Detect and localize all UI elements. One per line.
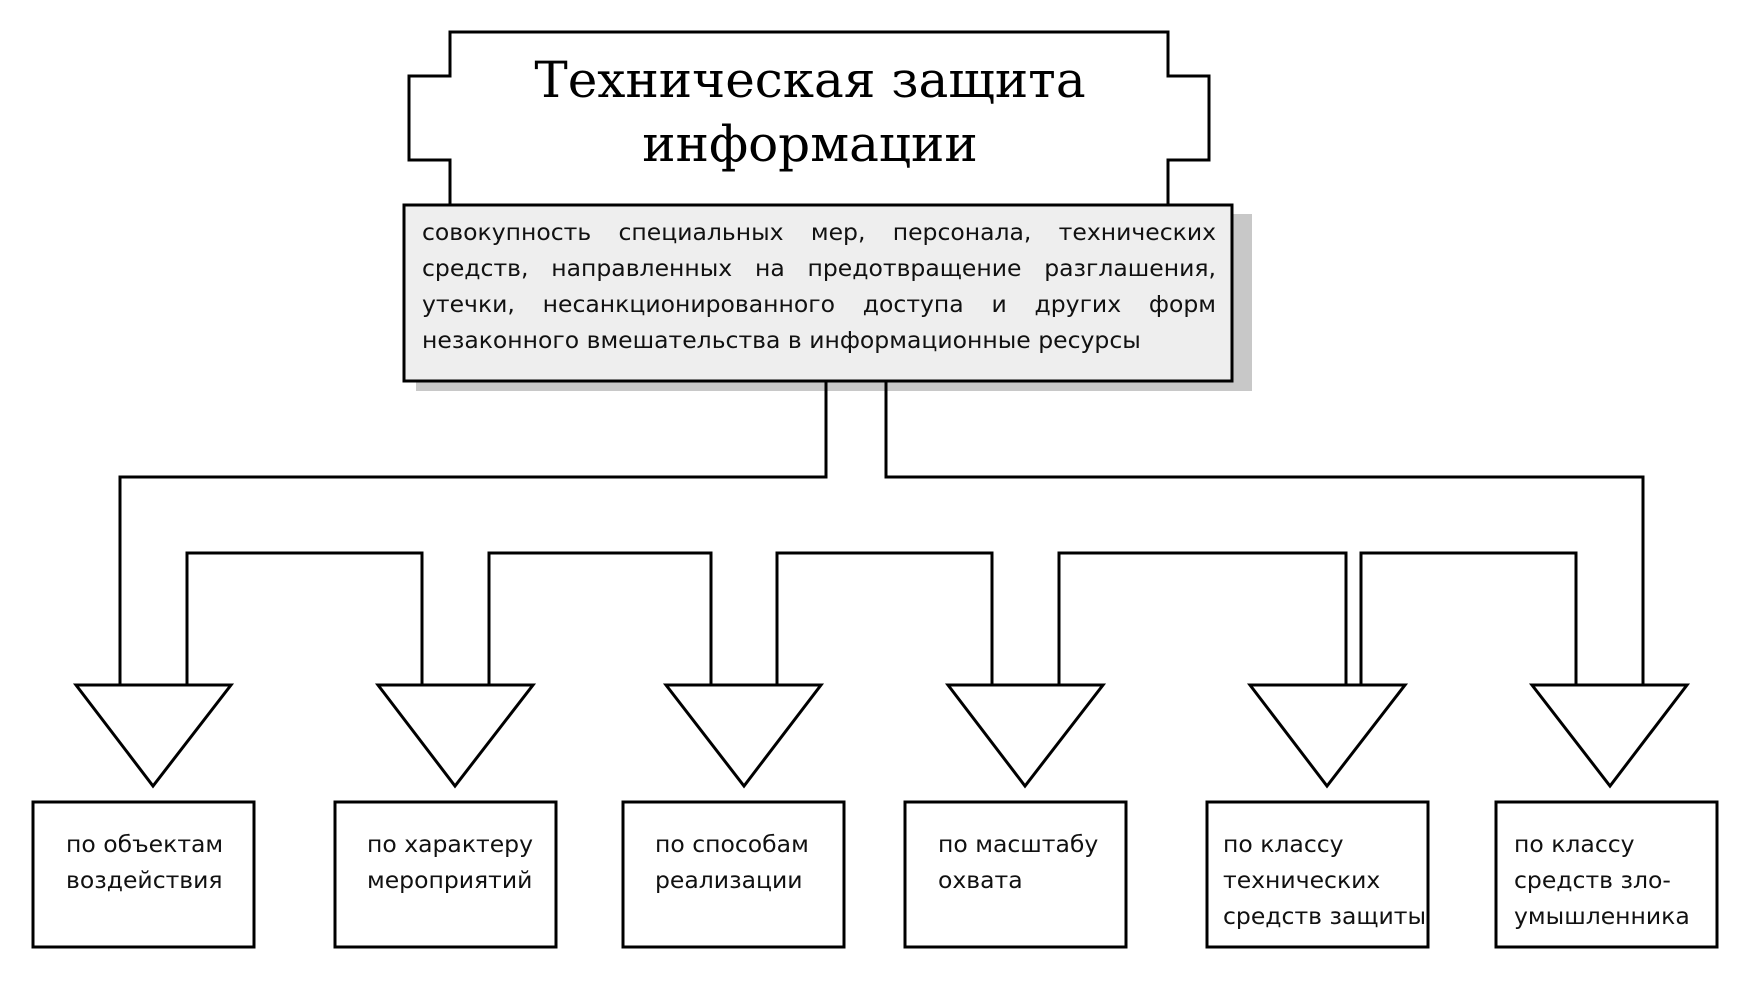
left-branch-connector — [118, 381, 828, 685]
connector-arrow-5 — [1057, 551, 1348, 685]
definition-line-2: средств, направленных на предотвращение … — [422, 254, 1216, 282]
connector-arrow-6 — [1359, 551, 1578, 685]
arrow-head-1 — [72, 683, 235, 789]
classification-label-4: по масштабу охвата — [938, 830, 1099, 894]
diagram-title: Техническая защита информации — [500, 48, 1120, 176]
definition-box — [402, 203, 1234, 383]
title-line-1: Техническая защита — [534, 51, 1086, 109]
classification-box-1 — [31, 800, 256, 949]
title-line-2: информации — [642, 115, 978, 173]
connector-arrow-3 — [487, 551, 713, 685]
connector-arrow-4 — [775, 551, 994, 685]
definition-line-4: незаконного вмешательства в информационн… — [422, 326, 1141, 354]
arrow-head-6 — [1528, 683, 1691, 789]
classification-label-3: по способам реализации — [655, 830, 809, 894]
arrow-head-2 — [374, 683, 537, 789]
right-branch-connector — [884, 381, 1645, 685]
classification-box-2 — [333, 800, 558, 949]
classification-box-5 — [1205, 800, 1430, 949]
connector-arrow-2 — [185, 551, 424, 685]
classification-label-1: по объектам воздействия — [66, 830, 224, 894]
classification-box-4 — [903, 800, 1128, 949]
definition-line-3: утечки, несанкционированного доступа и д… — [422, 290, 1216, 318]
classification-label-5: по классу технических средств защиты — [1223, 830, 1427, 930]
definition-text: совокупность специальных мер, персонала,… — [422, 214, 1216, 358]
classification-label-2: по характеру мероприятий — [367, 830, 534, 894]
arrow-head-3 — [662, 683, 825, 789]
classification-box-3 — [621, 800, 846, 949]
arrow-head-5 — [1246, 683, 1409, 789]
classification-label-6: по классу средств зло- умышленника — [1514, 830, 1690, 930]
definition-line-1: совокупность специальных мер, персонала,… — [422, 218, 1216, 246]
arrow-head-4 — [944, 683, 1107, 789]
classification-box-6 — [1494, 800, 1719, 949]
